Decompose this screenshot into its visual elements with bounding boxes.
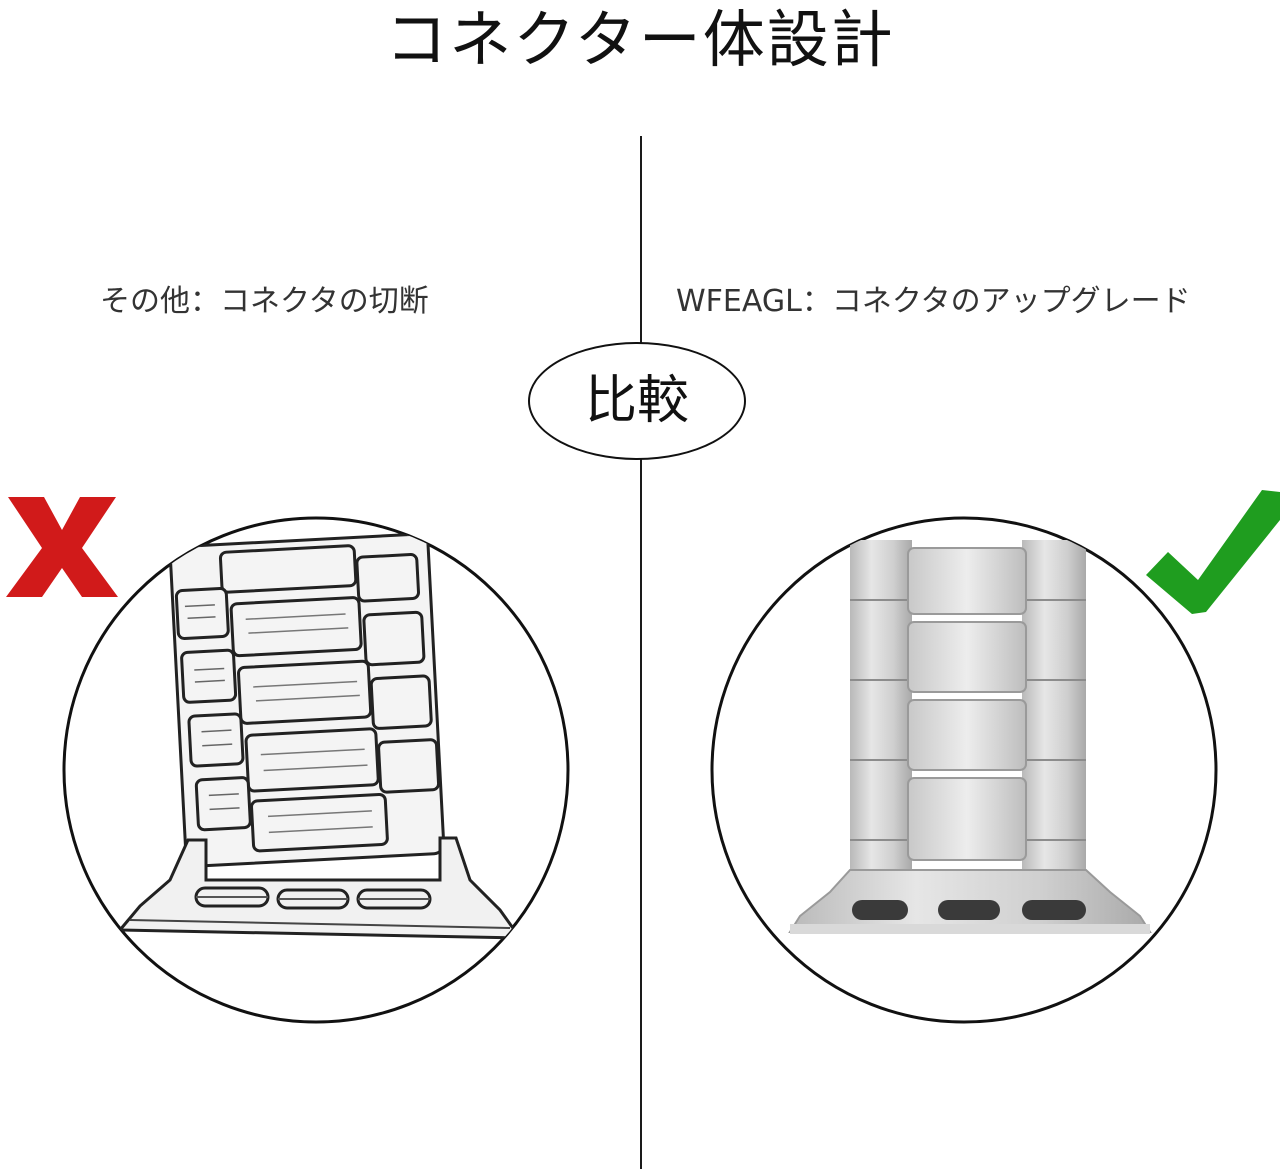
integrated-band-illustration (788, 540, 1152, 934)
center-divider (640, 136, 642, 1169)
broken-band-illustration (116, 532, 523, 940)
check-icon (1146, 490, 1280, 614)
right-circle (710, 516, 1218, 1024)
page-title: コネクター体設計 (385, 3, 895, 76)
compare-badge: 比較 (528, 342, 746, 460)
compare-label: 比較 (584, 371, 689, 431)
left-caption: その他：コネクタの切断 (100, 284, 429, 319)
x-icon (6, 497, 118, 597)
left-circle (62, 516, 570, 1024)
right-caption: WFEAGL：コネクタのアップグレード (676, 284, 1191, 319)
